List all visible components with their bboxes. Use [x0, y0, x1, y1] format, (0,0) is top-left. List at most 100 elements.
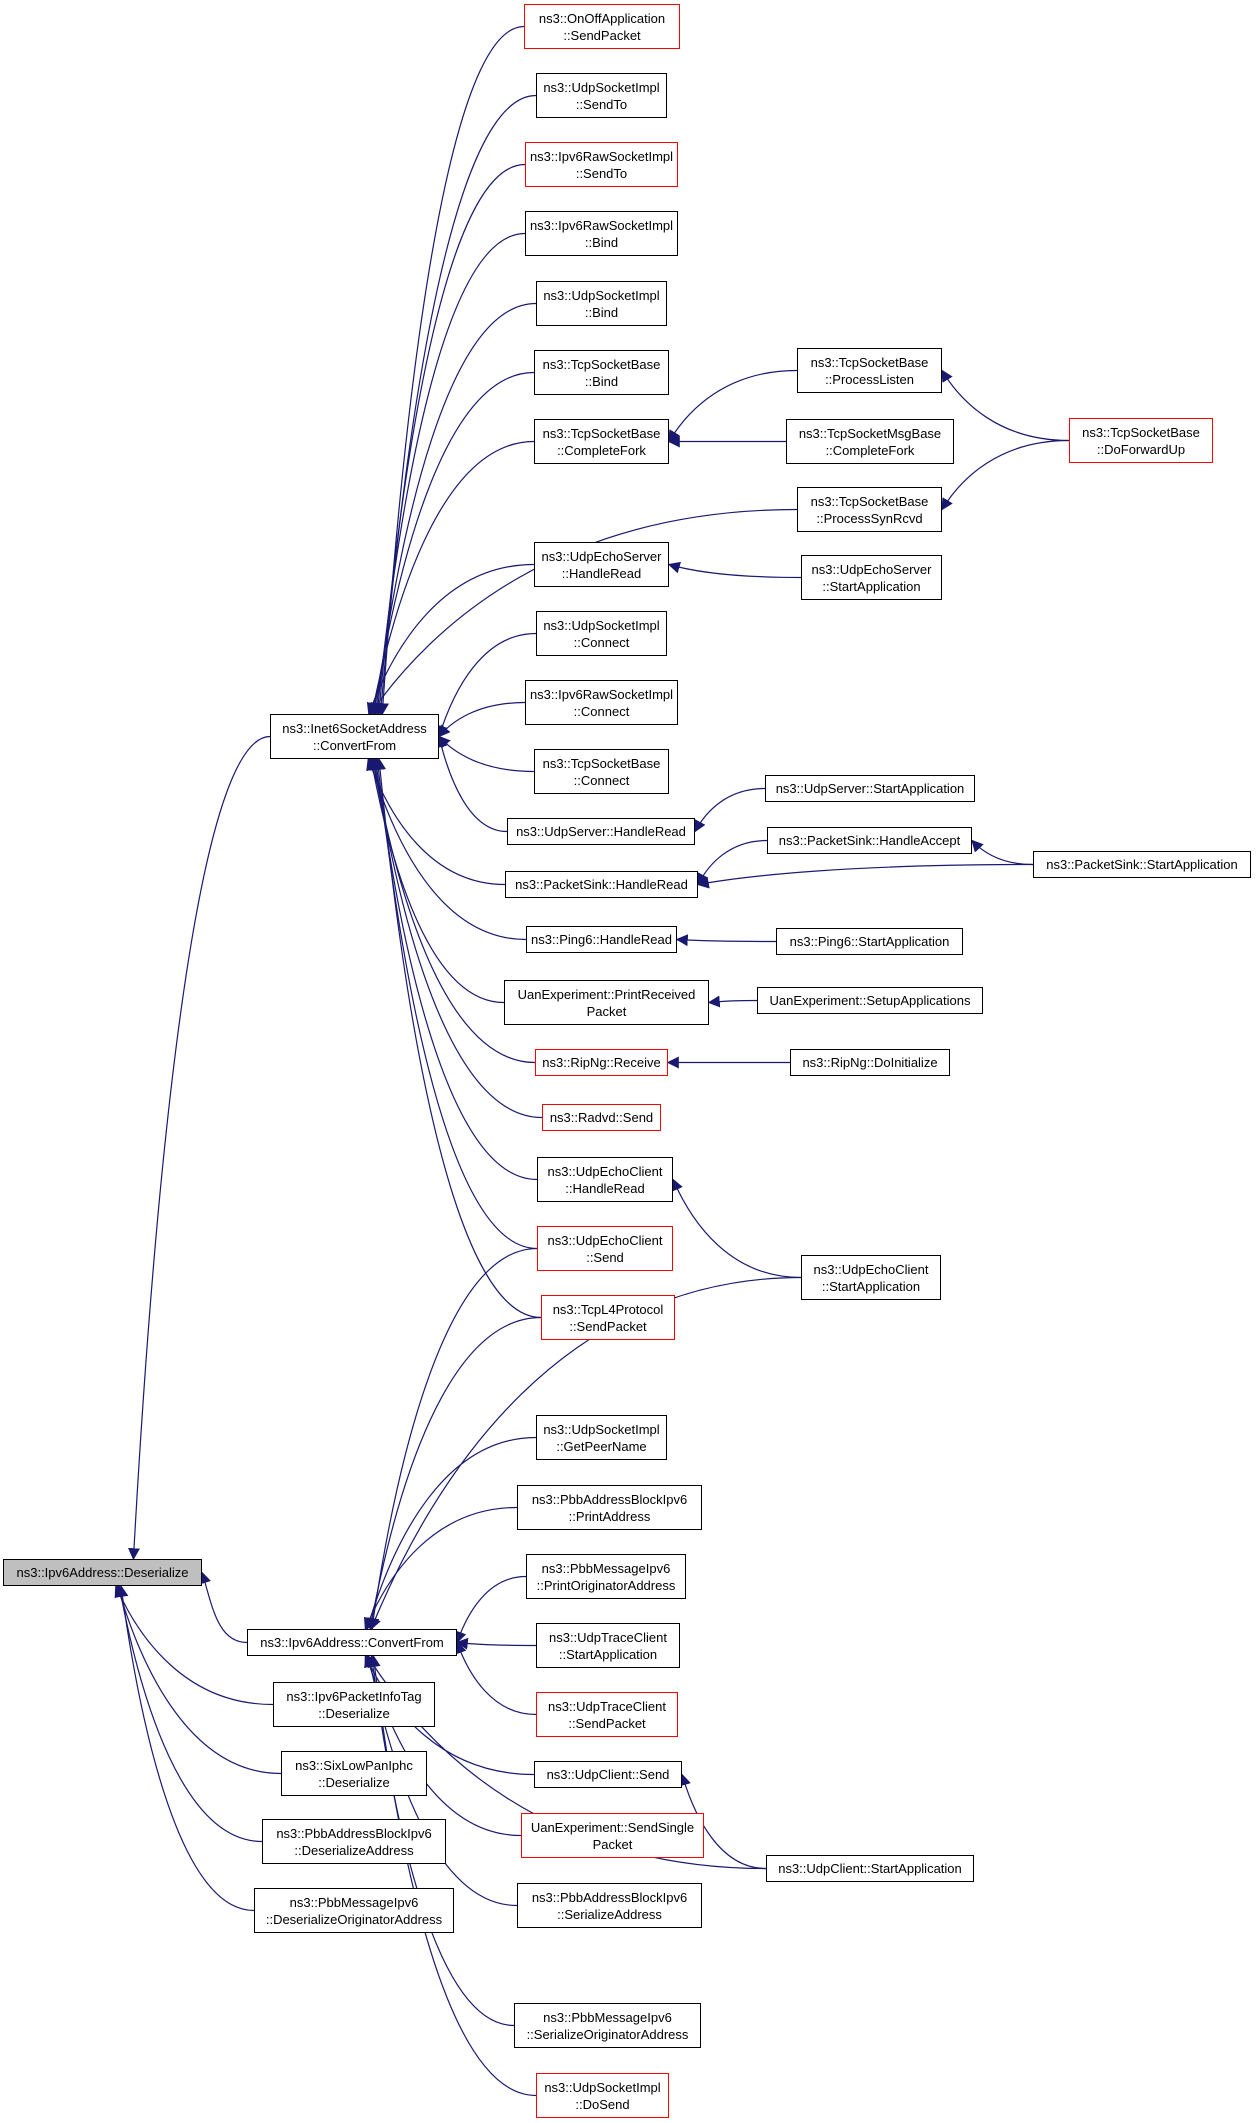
graph-node-udpsi-getpeer[interactable]: ns3::UdpSocketImpl::GetPeerName: [536, 1415, 667, 1460]
graph-node-ripng-doinit[interactable]: ns3::RipNg::DoInitialize: [790, 1049, 950, 1076]
graph-node-ipv6raw-sendto[interactable]: ns3::Ipv6RawSocketImpl::SendTo: [525, 142, 678, 187]
graph-node-pbbmsg-serorig[interactable]: ns3::PbbMessageIpv6::SerializeOriginator…: [514, 2003, 701, 2048]
graph-node-tcpsb-dofwd[interactable]: ns3::TcpSocketBase::DoForwardUp: [1069, 418, 1213, 463]
graph-node-pbbmsg-printorig[interactable]: ns3::PbbMessageIpv6::PrintOriginatorAddr…: [526, 1554, 686, 1599]
graph-node-udpsi-sendto[interactable]: ns3::UdpSocketImpl::SendTo: [536, 73, 667, 118]
node-label-line: ns3::UdpClient::Send: [546, 1767, 670, 1782]
node-label-line: ns3::UdpTraceClient: [548, 1629, 667, 1645]
node-label-line: ns3::PbbMessageIpv6: [289, 1894, 419, 1910]
graph-node-tcpsb-plisten[interactable]: ns3::TcpSocketBase::ProcessListen: [797, 348, 942, 393]
node-label-line: ns3::UdpEchoClient: [813, 1261, 929, 1277]
graph-node-ipv6raw-connect[interactable]: ns3::Ipv6RawSocketImpl::Connect: [525, 680, 678, 725]
edge-udpsi-bind-to-i6sa-cf: [370, 302, 537, 716]
edge-utc-send-to-i6a-cf: [455, 1641, 537, 1716]
node-label-line: ns3::UdpClient::StartApplication: [778, 1861, 962, 1876]
node-label-line: ns3::TcpSocketBase: [810, 354, 929, 370]
graph-node-psink-haccept[interactable]: ns3::PacketSink::HandleAccept: [767, 827, 972, 854]
graph-node-tcpsb-connect[interactable]: ns3::TcpSocketBase::Connect: [534, 749, 669, 794]
edge-pbbab-print-to-i6a-cf: [363, 1506, 518, 1631]
node-label-line: ns3::UdpEchoClient: [547, 1163, 663, 1179]
graph-node-ues-start[interactable]: ns3::UdpEchoServer::StartApplication: [801, 555, 942, 600]
graph-node-ripng-recv[interactable]: ns3::RipNg::Receive: [535, 1049, 668, 1076]
node-label-line: UanExperiment::PrintReceived: [517, 986, 696, 1002]
node-label-line: ::Connect: [573, 634, 630, 650]
node-label-line: ns3::UdpSocketImpl: [543, 1421, 660, 1437]
graph-node-tcpsmb-cfork[interactable]: ns3::TcpSocketMsgBase::CompleteFork: [786, 419, 954, 464]
graph-node-radvd-send[interactable]: ns3::Radvd::Send: [542, 1104, 661, 1131]
edge-udpsi-connect-to-i6sa-cf: [436, 632, 537, 738]
graph-node-udpserver-hread[interactable]: ns3::UdpServer::HandleRead: [507, 818, 695, 845]
edge-udpserver-hread-to-i6sa-cf: [435, 735, 508, 833]
graph-node-ping6-hread[interactable]: ns3::Ping6::HandleRead: [526, 926, 677, 953]
graph-node-tcpsb-psyn[interactable]: ns3::TcpSocketBase::ProcessSynRcvd: [797, 487, 942, 532]
node-label-line: ::Deserialize: [318, 1705, 390, 1721]
graph-node-utc-send[interactable]: ns3::UdpTraceClient::SendPacket: [536, 1692, 678, 1737]
graph-node-uec-hread[interactable]: ns3::UdpEchoClient::HandleRead: [537, 1157, 673, 1202]
graph-node-sixlow-des[interactable]: ns3::SixLowPanIphc::Deserialize: [281, 1751, 427, 1796]
node-label-line: ::HandleRead: [565, 1180, 645, 1196]
node-label-line: ::StartApplication: [821, 1278, 921, 1294]
edge-pbbmsg-desorig-to-root: [116, 1584, 255, 1912]
node-label-line: ::SendPacket: [569, 1318, 647, 1334]
edge-uan-precv-to-i6sa-cf: [367, 757, 505, 1004]
graph-node-tcpl4-send[interactable]: ns3::TcpL4Protocol::SendPacket: [541, 1295, 675, 1340]
edge-ues-hread-to-i6sa-cf: [366, 563, 535, 716]
node-label-line: ::PrintOriginatorAddress: [536, 1577, 676, 1593]
edge-tcpsb-cfork-to-i6sa-cf: [368, 440, 535, 716]
node-label-line: ns3::PbbMessageIpv6: [543, 2009, 672, 2025]
graph-node-psink-start[interactable]: ns3::PacketSink::StartApplication: [1033, 851, 1251, 878]
node-label-line: ::Connect: [573, 703, 630, 719]
edge-i6sa-cf-to-root: [128, 735, 271, 1561]
edge-i6a-cf-to-root: [199, 1571, 248, 1644]
node-label-line: ns3::PacketSink::HandleAccept: [778, 833, 961, 848]
node-label-line: ns3::TcpL4Protocol: [552, 1301, 664, 1317]
node-label-line: UanExperiment::SendSingle: [530, 1819, 695, 1835]
node-label-line: ns3::Ipv6Address::Deserialize: [16, 1565, 189, 1580]
graph-node-uec-send[interactable]: ns3::UdpEchoClient::Send: [537, 1226, 673, 1271]
edge-ipv6raw-bind-to-i6sa-cf: [372, 232, 526, 716]
graph-node-ipit-des[interactable]: ns3::Ipv6PacketInfoTag::Deserialize: [273, 1682, 435, 1727]
graph-node-utc-start[interactable]: ns3::UdpTraceClient::StartApplication: [536, 1623, 680, 1668]
graph-node-onoff-send[interactable]: ns3::OnOffApplication::SendPacket: [524, 4, 680, 49]
graph-node-pbbab-print[interactable]: ns3::PbbAddressBlockIpv6::PrintAddress: [517, 1485, 702, 1530]
node-label-line: ns3::Ipv6RawSocketImpl: [529, 686, 674, 702]
node-label-line: ns3::Inet6SocketAddress: [282, 720, 427, 736]
edge-psink-hread-to-i6sa-cf: [366, 757, 506, 886]
node-label-line: ::StartApplication: [822, 578, 921, 594]
graph-node-udpclient-start[interactable]: ns3::UdpClient::StartApplication: [766, 1855, 974, 1882]
graph-node-pbbab-ser[interactable]: ns3::PbbAddressBlockIpv6::SerializeAddre…: [517, 1883, 702, 1928]
node-label-line: Packet: [592, 1836, 633, 1852]
graph-node-tcpsb-bind[interactable]: ns3::TcpSocketBase::Bind: [534, 350, 669, 395]
graph-node-uec-start[interactable]: ns3::UdpEchoClient::StartApplication: [801, 1255, 941, 1300]
node-label-line: ns3::RipNg::DoInitialize: [802, 1055, 938, 1070]
graph-node-udpserver-start[interactable]: ns3::UdpServer::StartApplication: [765, 775, 975, 802]
edge-udpserver-start-to-udpserver-hread: [694, 787, 766, 833]
node-label-line: ::Bind: [584, 304, 619, 320]
node-label-line: ns3::UdpServer::StartApplication: [775, 781, 965, 796]
graph-node-uan-setup[interactable]: UanExperiment::SetupApplications: [757, 987, 983, 1014]
graph-node-udpclient-send[interactable]: ns3::UdpClient::Send: [534, 1761, 682, 1788]
graph-node-pbbab-desaddr[interactable]: ns3::PbbAddressBlockIpv6::DeserializeAdd…: [262, 1819, 446, 1864]
node-label-line: ns3::UdpSocketImpl: [543, 617, 660, 633]
graph-node-psink-hread[interactable]: ns3::PacketSink::HandleRead: [505, 871, 698, 898]
graph-node-udpsi-dosend[interactable]: ns3::UdpSocketImpl::DoSend: [536, 2073, 669, 2118]
graph-node-i6sa-cf[interactable]: ns3::Inet6SocketAddress::ConvertFrom: [270, 714, 439, 759]
graph-node-tcpsb-cfork[interactable]: ns3::TcpSocketBase::CompleteFork: [534, 419, 669, 464]
node-label-line: ns3::TcpSocketBase: [542, 425, 661, 441]
graph-node-udpsi-connect[interactable]: ns3::UdpSocketImpl::Connect: [536, 611, 667, 656]
node-label-line: ns3::UdpSocketImpl: [543, 79, 660, 95]
graph-node-ues-hread[interactable]: ns3::UdpEchoServer::HandleRead: [534, 542, 669, 587]
graph-node-i6a-cf[interactable]: ns3::Ipv6Address::ConvertFrom: [247, 1629, 457, 1656]
edge-pbbmsg-printorig-to-i6a-cf: [454, 1575, 527, 1644]
graph-node-ping6-start[interactable]: ns3::Ping6::StartApplication: [776, 928, 963, 955]
graph-node-udpsi-bind[interactable]: ns3::UdpSocketImpl::Bind: [536, 281, 667, 326]
edge-uec-send-to-i6a-cf: [367, 1247, 538, 1631]
node-label-line: ::CompleteFork: [557, 442, 646, 458]
graph-node-ipv6raw-bind[interactable]: ns3::Ipv6RawSocketImpl::Bind: [525, 211, 678, 256]
edge-psink-haccept-to-psink-hread: [697, 839, 768, 886]
graph-node-pbbmsg-desorig[interactable]: ns3::PbbMessageIpv6::DeserializeOriginat…: [254, 1888, 454, 1933]
node-label-line: ns3::TcpSocketBase: [542, 755, 661, 771]
